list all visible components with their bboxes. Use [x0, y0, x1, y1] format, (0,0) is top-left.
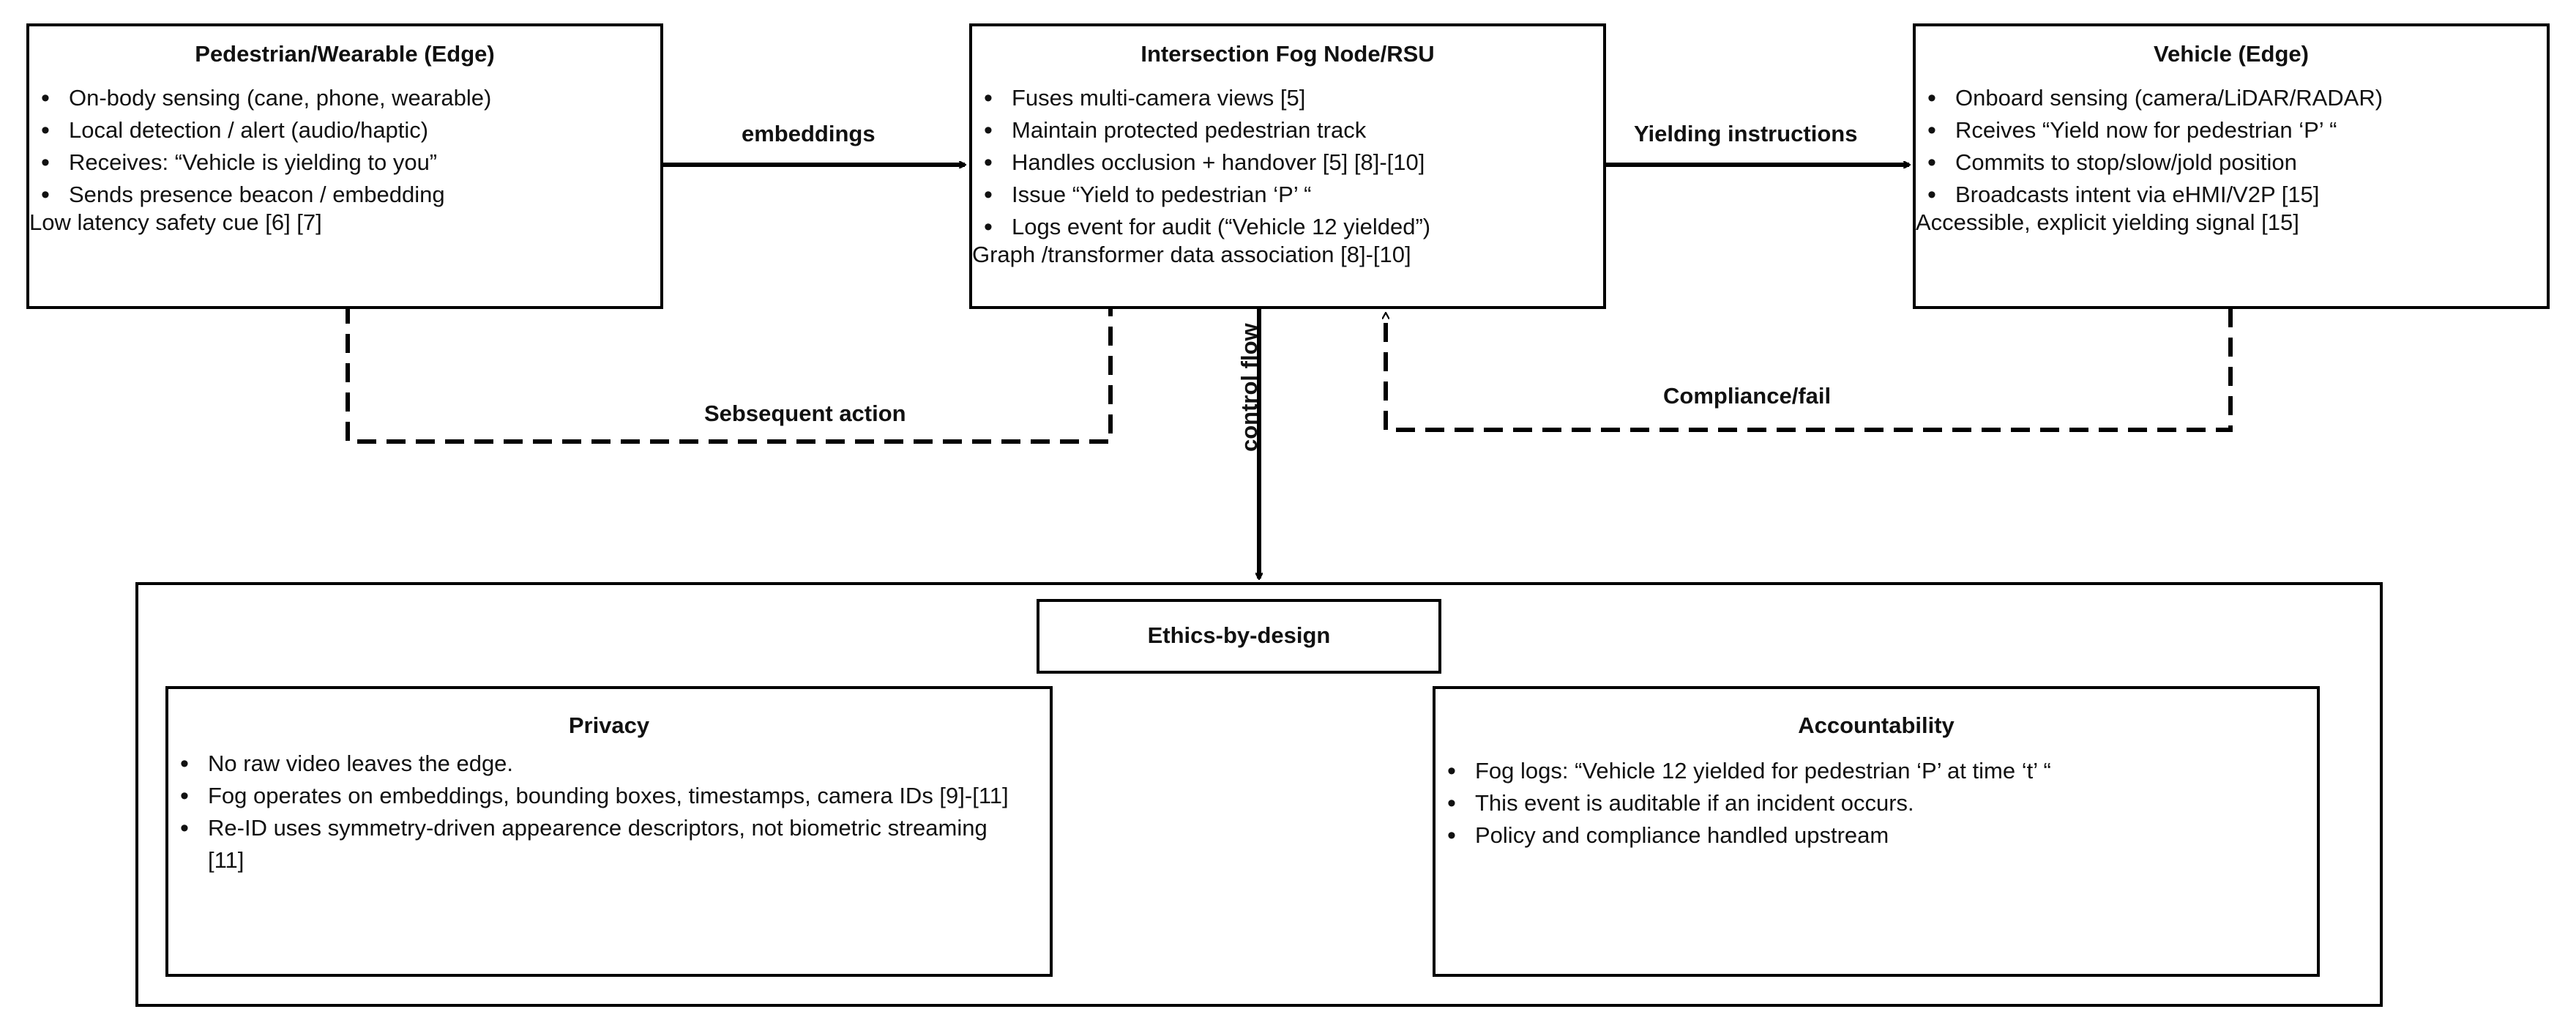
list-item: Commits to stop/slow/jold position [1916, 146, 2547, 179]
list-item: Fog logs: “Vehicle 12 yielded for pedest… [1436, 755, 2295, 787]
privacy-title: Privacy [568, 712, 650, 738]
list-item: Receives: “Vehicle is yielding to you” [29, 146, 660, 179]
list-item: Policy and compliance handled upstream [1436, 819, 2295, 852]
vehicle-box: Vehicle (Edge) Onboard sensing (camera/L… [1913, 23, 2550, 309]
subsequent-action-label: Sebsequent action [704, 401, 906, 426]
privacy-box: Privacy No raw video leaves the edge. Fo… [165, 686, 1053, 977]
accountability-list: Fog logs: “Vehicle 12 yielded for pedest… [1436, 755, 2295, 852]
control-flow-label: control flow [1236, 323, 1262, 452]
list-item: On-body sensing (cane, phone, wearable) [29, 82, 660, 114]
list-item: Issue “Yield to pedestrian ‘P’ “ [972, 179, 1603, 211]
ethics-container: Ethics-by-design Privacy No raw video le… [135, 582, 2383, 1007]
vehicle-title: Vehicle (Edge) [2154, 41, 2309, 67]
list-item: Rceives “Yield now for pedestrian ‘P’ “ [1916, 114, 2547, 146]
embeddings-label: embeddings [742, 121, 876, 146]
list-item: Onboard sensing (camera/LiDAR/RADAR) [1916, 82, 2547, 114]
pedestrian-title: Pedestrian/Wearable (Edge) [195, 41, 495, 67]
list-item: Re-ID uses symmetry-driven appearence de… [168, 812, 1028, 876]
list-item: Local detection / alert (audio/haptic) [29, 114, 660, 146]
ethics-title: Ethics-by-design [1147, 622, 1331, 648]
vehicle-note: Accessible, explicit yielding signal [15… [1916, 209, 2299, 235]
fog-node-note: Graph /transformer data association [8]-… [972, 242, 1411, 267]
fog-node-list: Fuses multi-camera views [5] Maintain pr… [972, 82, 1603, 243]
pedestrian-list: On-body sensing (cane, phone, wearable) … [29, 82, 660, 211]
vehicle-list: Onboard sensing (camera/LiDAR/RADAR) Rce… [1916, 82, 2547, 211]
list-item: Sends presence beacon / embedding [29, 179, 660, 211]
fog-node-title: Intersection Fog Node/RSU [1140, 41, 1435, 67]
list-item: No raw video leaves the edge. [168, 748, 1028, 780]
compliance-label: Compliance/fail [1663, 383, 1832, 409]
accountability-box: Accountability Fog logs: “Vehicle 12 yie… [1433, 686, 2320, 977]
pedestrian-note: Low latency safety cue [6] [7] [29, 209, 322, 235]
yielding-label: Yielding instructions [1634, 121, 1858, 146]
ethics-title-box: Ethics-by-design [1037, 599, 1441, 674]
list-item: Broadcasts intent via eHMI/V2P [15] [1916, 179, 2547, 211]
list-item: Fuses multi-camera views [5] [972, 82, 1603, 114]
fog-node-box: Intersection Fog Node/RSU Fuses multi-ca… [969, 23, 1606, 309]
list-item: Handles occlusion + handover [5] [8]-[10… [972, 146, 1603, 179]
pedestrian-box: Pedestrian/Wearable (Edge) On-body sensi… [26, 23, 663, 309]
list-item: Fog operates on embeddings, bounding box… [168, 780, 1028, 812]
privacy-list: No raw video leaves the edge. Fog operat… [168, 748, 1028, 876]
list-item: This event is auditable if an incident o… [1436, 787, 2295, 819]
list-item: Maintain protected pedestrian track [972, 114, 1603, 146]
compliance-arrow [1386, 308, 2230, 432]
list-item: Logs event for audit (“Vehicle 12 yielde… [972, 211, 1603, 243]
accountability-title: Accountability [1798, 712, 1955, 738]
